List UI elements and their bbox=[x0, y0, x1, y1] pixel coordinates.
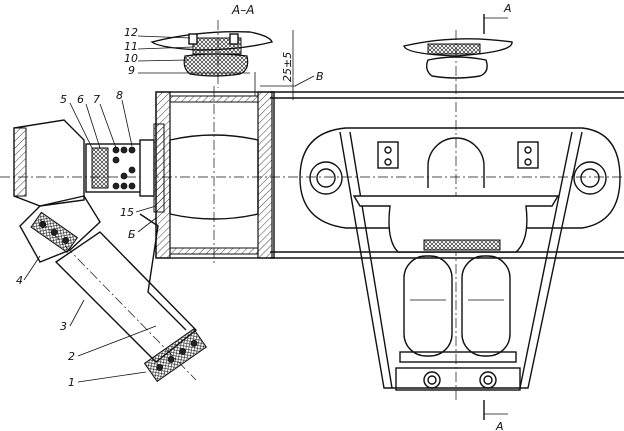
section-mark-bottom-label: А bbox=[495, 420, 504, 431]
right-view: А А bbox=[299, 2, 621, 431]
label-10: 10 bbox=[124, 52, 138, 65]
label-v: В bbox=[316, 70, 324, 83]
bottom-bolt-right bbox=[479, 371, 497, 389]
bushing-section bbox=[155, 86, 275, 264]
arch-cutout bbox=[427, 137, 485, 188]
bracket-arm bbox=[139, 213, 187, 331]
label-12: 12 bbox=[124, 26, 138, 39]
bottom-bolt-left bbox=[423, 371, 441, 389]
section-title: А–А bbox=[231, 3, 254, 17]
dimension-label: 25±5 bbox=[281, 52, 294, 82]
bolt-left bbox=[188, 33, 198, 45]
coil-spring bbox=[112, 146, 136, 190]
label-5: 5 bbox=[60, 93, 67, 106]
saddle bbox=[352, 195, 560, 253]
label-8: 8 bbox=[116, 89, 123, 102]
label-9: 9 bbox=[128, 64, 135, 77]
label-1: 1 bbox=[68, 376, 75, 389]
section-a-a-view: А–А 25±5 bbox=[150, 3, 296, 100]
inclined-link: 3 2 1 bbox=[39, 213, 208, 389]
label-15: 15 bbox=[120, 206, 134, 219]
cover-plate bbox=[150, 31, 273, 51]
bolt-right bbox=[229, 33, 239, 45]
link-body bbox=[54, 231, 198, 363]
label-7: 7 bbox=[93, 93, 100, 106]
label-b: Б bbox=[128, 228, 136, 241]
shock-left bbox=[403, 255, 453, 357]
buffer-block bbox=[183, 53, 249, 77]
label-2: 2 bbox=[68, 350, 75, 363]
washer-pack bbox=[91, 147, 109, 189]
pad-1 bbox=[143, 328, 208, 383]
pin-body bbox=[169, 134, 259, 220]
label-11: 11 bbox=[124, 40, 138, 53]
label-4: 4 bbox=[16, 274, 23, 287]
label-6: 6 bbox=[77, 93, 84, 106]
section-mark-top-label: А bbox=[503, 2, 512, 15]
spring-assembly: 5 6 7 8 15 Б bbox=[60, 89, 165, 241]
callouts-9-12: 12 11 10 9 В bbox=[124, 26, 324, 87]
bracket-plate bbox=[299, 127, 621, 229]
shock-right bbox=[461, 255, 511, 357]
pad-4 bbox=[30, 211, 79, 254]
hanger-frame bbox=[339, 131, 583, 389]
label-3: 3 bbox=[60, 320, 67, 333]
